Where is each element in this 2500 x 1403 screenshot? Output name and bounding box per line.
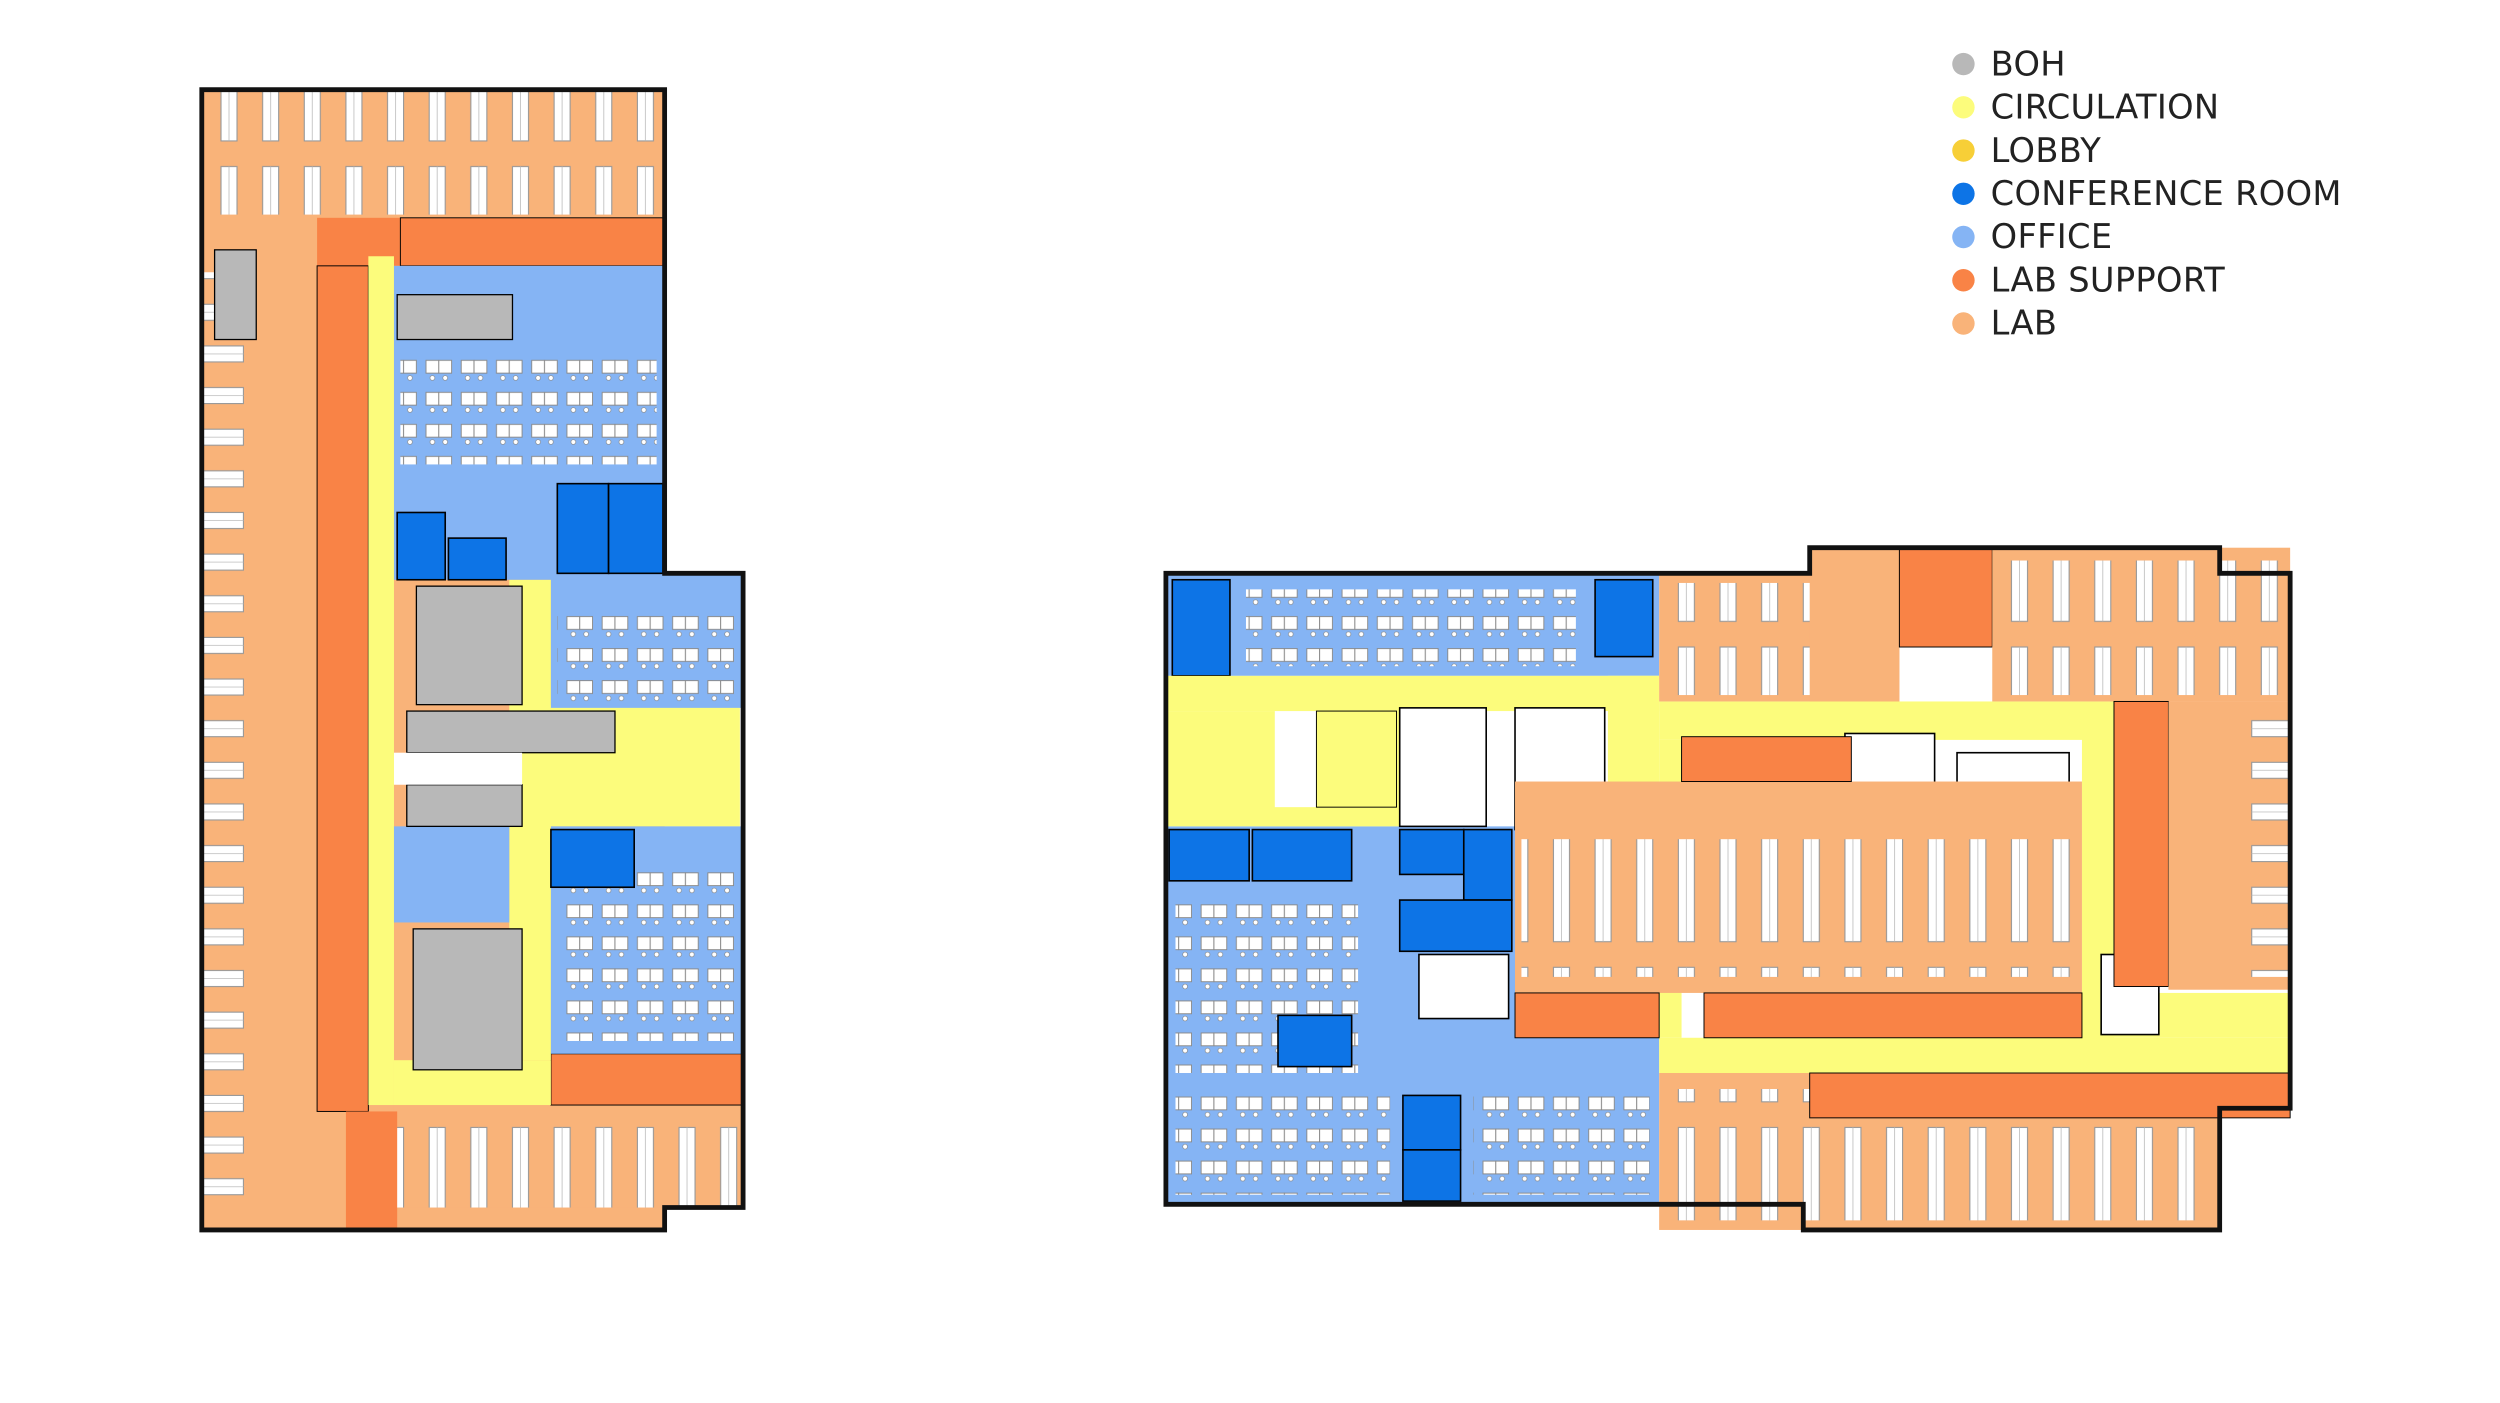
legend-label-boh: BOH	[1990, 44, 2066, 83]
legend-item-circulation: CIRCULATION	[1952, 85, 2341, 128]
right-floor-plan	[1163, 545, 2293, 1233]
conference-room-color-swatch-icon	[1952, 181, 1975, 205]
legend: BOH CIRCULATION LOBBY CONFERENCE ROOM OF…	[1952, 42, 2341, 345]
legend-item-boh: BOH	[1952, 42, 2341, 85]
lobby-color-swatch-icon	[1952, 138, 1975, 161]
lab-support-color-swatch-icon	[1952, 268, 1975, 291]
legend-label-office: OFFICE	[1990, 217, 2113, 256]
legend-item-office: OFFICE	[1952, 215, 2341, 258]
legend-item-conference-room: CONFERENCE ROOM	[1952, 171, 2341, 214]
circulation-color-swatch-icon	[1952, 95, 1975, 118]
legend-item-lab-support: LAB SUPPORT	[1952, 258, 2341, 301]
legend-label-lab-support: LAB SUPPORT	[1990, 260, 2225, 299]
legend-item-lab: LAB	[1952, 301, 2341, 344]
legend-label-lobby: LOBBY	[1990, 130, 2102, 169]
legend-label-lab: LAB	[1990, 303, 2058, 342]
left-floor-plan	[199, 87, 746, 1233]
legend-item-lobby: LOBBY	[1952, 128, 2341, 171]
office-color-swatch-icon	[1952, 225, 1975, 248]
legend-label-circulation: CIRCULATION	[1990, 87, 2220, 126]
lab-color-swatch-icon	[1952, 311, 1975, 334]
boh-color-swatch-icon	[1952, 52, 1975, 75]
legend-label-conference-room: CONFERENCE ROOM	[1990, 173, 2342, 213]
